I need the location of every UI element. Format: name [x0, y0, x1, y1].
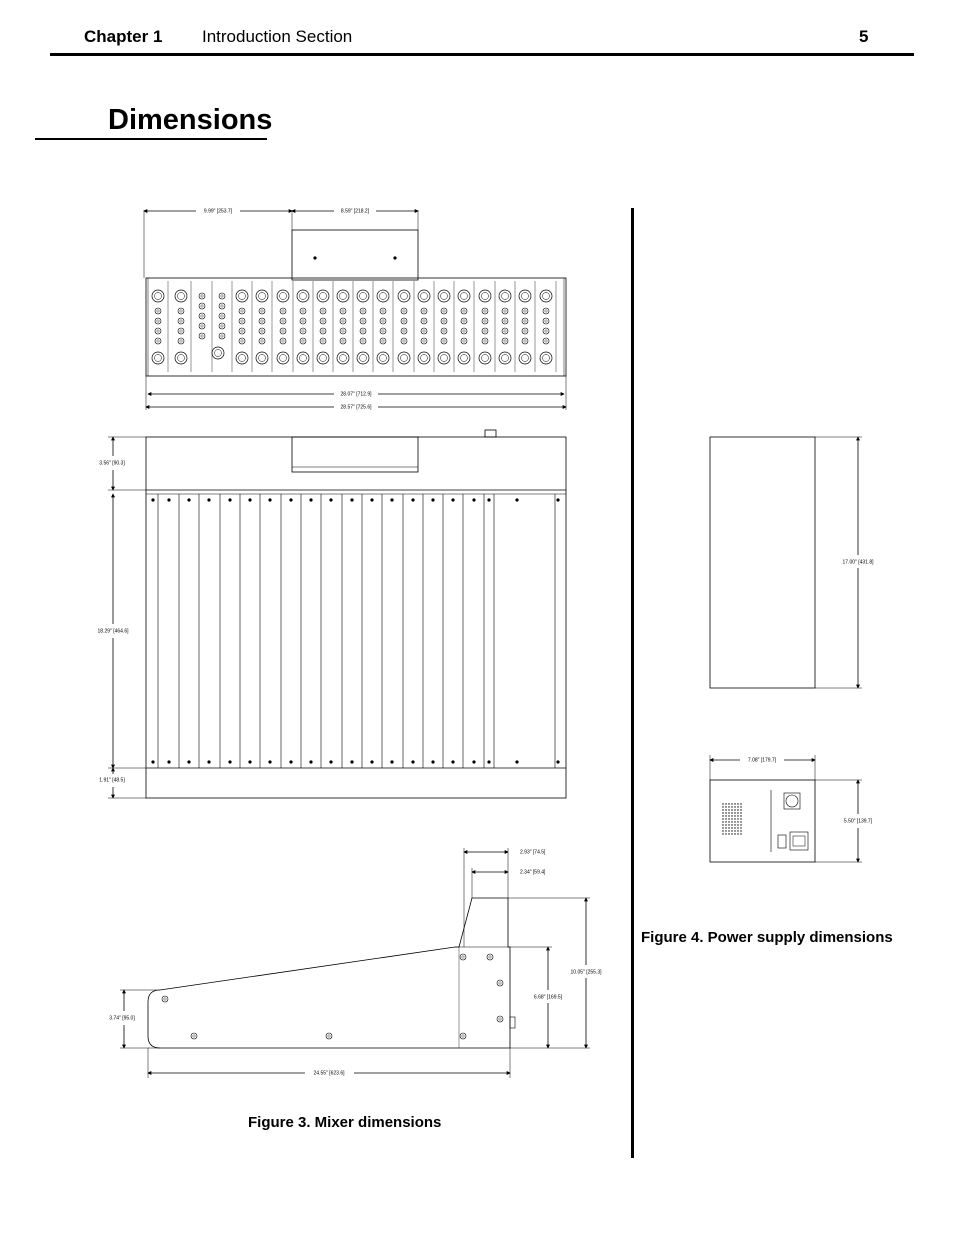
power-supply-face — [709, 779, 816, 863]
dim-meter-depth: 2.34" [59.4] — [520, 869, 546, 875]
dim-top-depth: 2.93" [74.5] — [520, 849, 546, 855]
chapter-label: Chapter 1 — [84, 27, 163, 46]
power-supply-front — [709, 755, 862, 863]
side-profile — [147, 897, 511, 1049]
top-channel-strips — [150, 494, 560, 768]
dim-left-width: 9.99" [253.7] — [204, 208, 233, 214]
meter-bridge-box — [291, 229, 419, 281]
dim-rear-height: 6.68" [169.5] — [534, 994, 563, 1000]
dim-psu-height: 5.50" [139.7] — [844, 818, 873, 824]
dim-front-rail: 1.91" [48.5] — [99, 777, 125, 783]
meter-bridge-top — [291, 436, 419, 473]
vent-grid — [722, 803, 742, 835]
console-outline — [145, 436, 567, 799]
side-screws — [161, 953, 504, 1040]
page-number: 5 — [859, 27, 869, 46]
header-rule — [50, 53, 914, 56]
rear-channel-strips — [151, 281, 557, 372]
column-divider — [631, 208, 634, 1158]
dim-inner-width: 28.07" [712.9] — [341, 391, 373, 397]
dim-right-width: 8.59" [218.2] — [341, 208, 370, 214]
output-connector — [785, 794, 799, 808]
dim-overall-width: 28.57" [725.6] — [341, 404, 373, 410]
rear-panel — [145, 277, 567, 377]
dim-channel-section: 18.29" [464.6] — [98, 628, 130, 634]
mixer-side-view — [120, 848, 590, 1078]
figure-4-caption: Figure 4. Power supply dimensions — [641, 929, 893, 946]
dim-psu-depth: 17.00" [431.8] — [843, 559, 875, 565]
power-jack — [484, 429, 497, 438]
dim-total-height: 10.05" [255.3] — [571, 969, 603, 975]
dim-top-section: 3.56" [90.3] — [99, 460, 125, 466]
iec-inlet — [789, 831, 809, 851]
page-title: Dimensions — [108, 104, 273, 136]
power-supply-top — [709, 436, 862, 689]
mixer-top-view — [108, 429, 567, 799]
dim-psu-width: 7.08" [179.7] — [748, 757, 777, 763]
section-title: Introduction Section — [202, 27, 353, 46]
power-supply-outline — [709, 436, 816, 689]
title-underline — [35, 138, 267, 140]
dim-front-height: 3.74" [95.0] — [109, 1015, 135, 1021]
figure-3-caption: Figure 3. Mixer dimensions — [248, 1114, 442, 1131]
mixer-rear-view — [143, 209, 567, 410]
meter-bridge-screws — [312, 255, 398, 261]
dim-depth: 24.55" [623.6] — [314, 1070, 346, 1076]
power-switch — [777, 834, 787, 849]
